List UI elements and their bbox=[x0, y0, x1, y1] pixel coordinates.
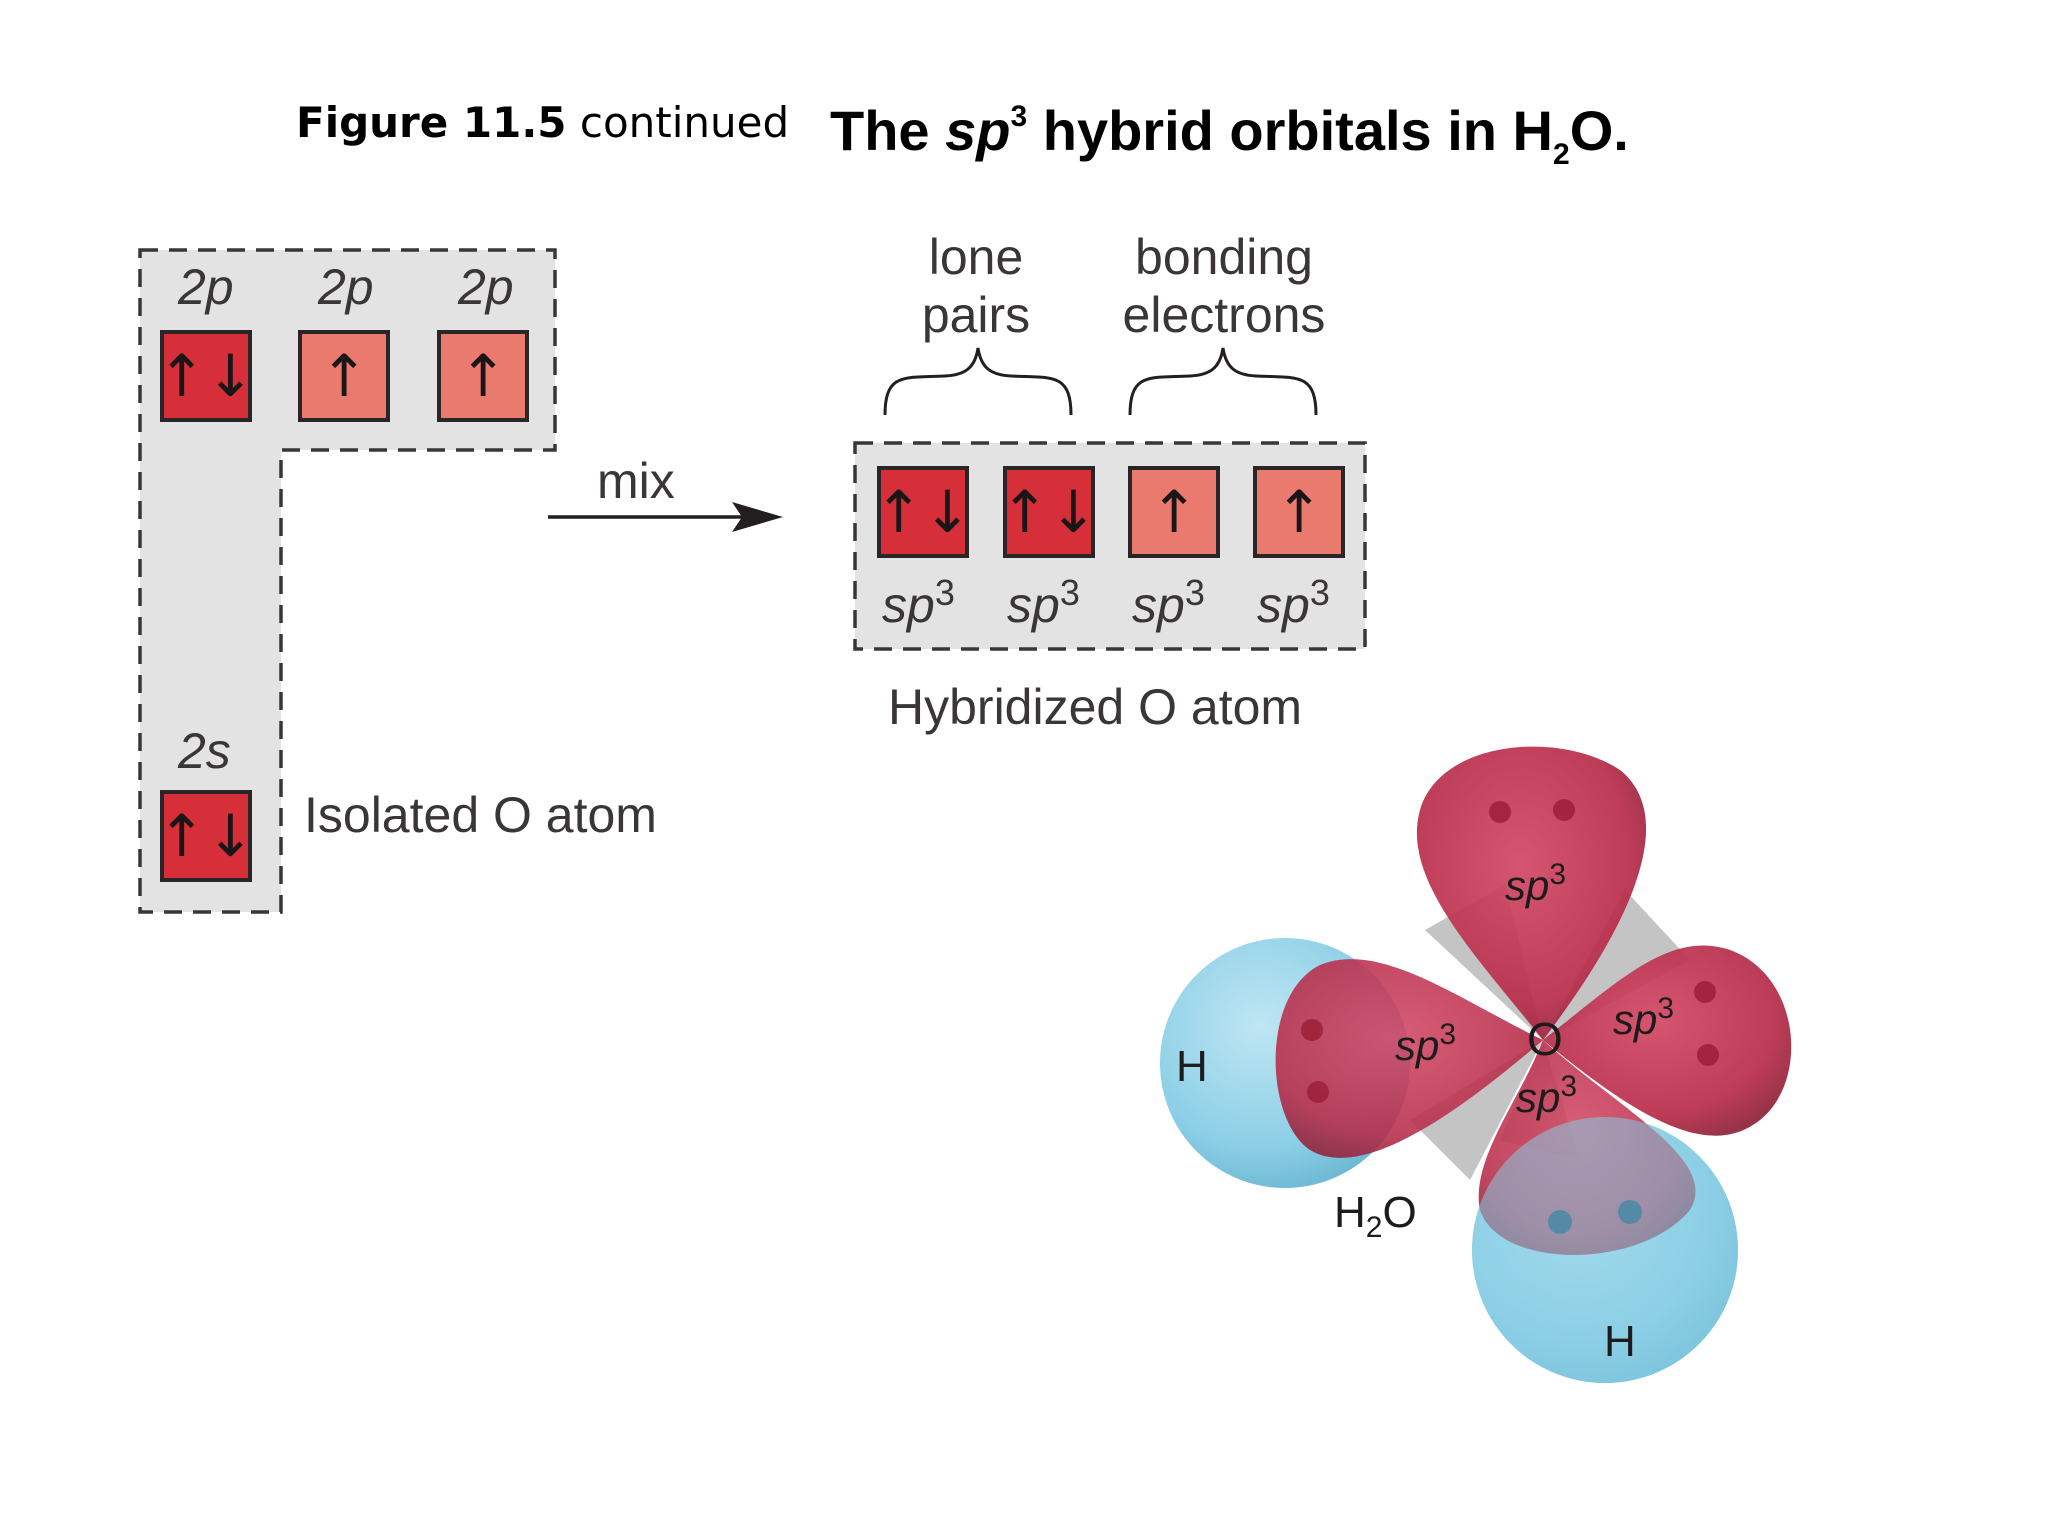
hybrid-orbital-label-2: sp3 bbox=[1007, 572, 1080, 633]
hybrid-orbital-label-3: sp3 bbox=[1132, 572, 1205, 633]
hybrid-orbital-label-4: sp3 bbox=[1257, 572, 1330, 633]
orbital-box-2s: ↑↓ bbox=[157, 790, 255, 882]
hybrid-orbital-box-2: ↑↓ bbox=[1000, 466, 1098, 558]
orbital-label-2p-2: 2p bbox=[318, 259, 374, 315]
mix-label: mix bbox=[597, 453, 675, 509]
figure-caption: Figure 11.5 continued bbox=[296, 98, 789, 147]
orbital-box-2p-3: ↑ bbox=[437, 330, 529, 422]
lobe-label-bottom: sp3 bbox=[1516, 1070, 1578, 1121]
water-formula-label: H2O bbox=[1334, 1188, 1417, 1244]
lone-pairs-brace bbox=[883, 347, 1073, 416]
sp3-lobe-top bbox=[1416, 746, 1647, 1040]
bonding-electrons-brace bbox=[1128, 347, 1318, 416]
orbital-label-2p-1: 2p bbox=[178, 259, 234, 315]
hybrid-orbital-label-1: sp3 bbox=[882, 572, 955, 633]
mix-arrow-head bbox=[732, 502, 783, 532]
hydrogen-overlap-bottom bbox=[1472, 1117, 1738, 1383]
bonding-electrons-label: bonding electrons bbox=[1122, 229, 1326, 343]
orbital-label-2s: 2s bbox=[178, 723, 231, 779]
lobe-label-left: sp3 bbox=[1395, 1018, 1457, 1069]
lobe-label-right: sp3 bbox=[1613, 992, 1675, 1043]
orbital-box-2p-1: ↑↓ bbox=[157, 330, 255, 422]
orbital-box-2p-2: ↑ bbox=[298, 330, 390, 422]
hydrogen-left-label: H bbox=[1176, 1042, 1208, 1091]
sp3-lobe-left bbox=[1275, 959, 1543, 1158]
hybrid-orbital-box-1: ↑↓ bbox=[874, 466, 972, 558]
electron-dots-bottom bbox=[1548, 1200, 1642, 1234]
hydrogen-bottom-label: H bbox=[1604, 1317, 1636, 1366]
isolated-atom-caption: Isolated O atom bbox=[304, 787, 657, 843]
lone-pairs-label: lone pairs bbox=[921, 229, 1031, 343]
hybrid-orbital-box-4: ↑ bbox=[1253, 466, 1345, 558]
water-molecule-illustration bbox=[1160, 746, 1792, 1383]
oxygen-atom-label: O bbox=[1527, 1013, 1563, 1065]
page-title: The sp3 hybrid orbitals in H2O. bbox=[830, 99, 1629, 171]
figure-number: Figure 11.5 bbox=[296, 98, 567, 147]
hybrid-orbital-box-3: ↑ bbox=[1128, 466, 1220, 558]
figure-suffix: continued bbox=[579, 98, 790, 147]
sp3-lobe-right bbox=[1543, 945, 1792, 1136]
hybrid-atom-caption: Hybridized O atom bbox=[888, 679, 1303, 735]
lobe-label-top: sp3 bbox=[1505, 858, 1567, 909]
orbital-label-2p-3: 2p bbox=[458, 259, 514, 315]
electron-dots bbox=[1301, 799, 1719, 1103]
